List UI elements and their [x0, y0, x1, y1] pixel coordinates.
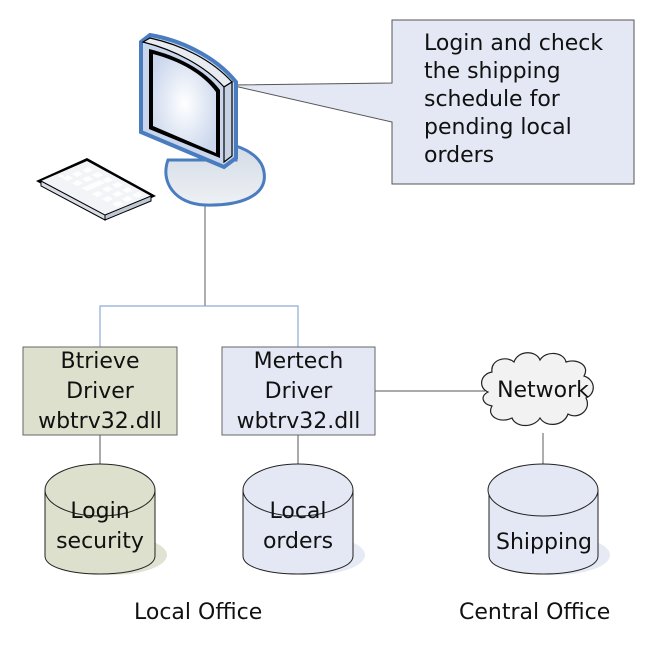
login-security-label: Login security	[45, 497, 155, 557]
callout-line: the shipping	[424, 59, 561, 84]
local-orders-db[interactable]	[242, 463, 365, 575]
keyboard-icon	[36, 158, 156, 221]
callout-text: Login and check the shipping schedule fo…	[424, 30, 654, 170]
mertech-driver-box[interactable]	[221, 346, 376, 436]
monitor-icon	[139, 32, 266, 207]
btrieve-driver-line: Btrieve	[60, 349, 140, 374]
callout	[229, 19, 635, 185]
mertech-driver-line: wbtrv32.dll	[236, 409, 361, 434]
mertech-driver-label: Mertech Driver wbtrv32.dll	[222, 347, 375, 437]
btrieve-driver-line: Driver	[66, 379, 134, 404]
callout-shape	[229, 19, 635, 185]
callout-line: schedule for	[424, 87, 560, 112]
mertech-driver-line: Driver	[264, 379, 333, 404]
callout-line: Login and check	[424, 31, 604, 56]
login-security-db[interactable]	[44, 463, 167, 575]
connector-driver-branch	[99, 305, 299, 347]
callout-line: orders	[424, 143, 495, 168]
mertech-driver-line: Mertech	[253, 349, 344, 374]
local-orders-line: Local	[269, 499, 327, 524]
btrieve-driver-box[interactable]	[22, 346, 178, 436]
local-orders-label: Local orders	[243, 497, 353, 557]
central-office-label: Central Office	[459, 600, 611, 625]
network-cloud-icon[interactable]	[481, 352, 594, 427]
shipping-label: Shipping	[485, 528, 603, 558]
btrieve-driver-label: Btrieve Driver wbtrv32.dll	[23, 347, 177, 437]
connectors	[99, 205, 544, 464]
callout-line: pending local	[424, 115, 572, 140]
local-orders-line: orders	[262, 529, 334, 554]
login-security-line: Login	[70, 499, 130, 524]
shipping-line: Shipping	[496, 530, 592, 555]
local-office-label: Local Office	[134, 600, 263, 625]
network-label: Network	[497, 378, 589, 403]
login-security-line: security	[56, 529, 144, 554]
btrieve-driver-line: wbtrv32.dll	[38, 409, 162, 434]
shipping-db[interactable]	[487, 463, 610, 575]
